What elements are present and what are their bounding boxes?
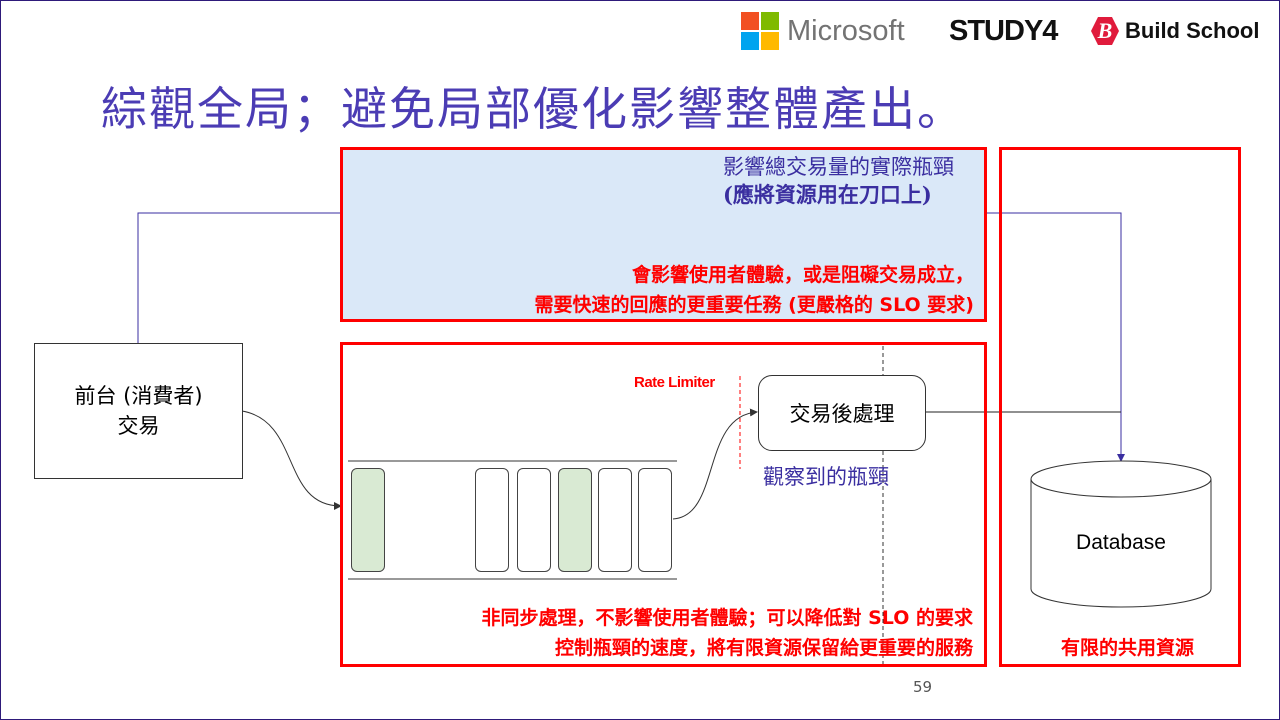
frontend-label-line2: 交易 <box>117 414 160 438</box>
real-bottleneck-line1: 影響總交易量的實際瓶頸 <box>723 155 954 179</box>
database-cylinder <box>1030 460 1212 608</box>
queue-item <box>558 468 592 572</box>
microsoft-icon <box>741 12 779 50</box>
database-label: Database <box>1076 531 1166 554</box>
critical-note: 會影響使用者體驗，或是阻礙交易成立， 需要快速的回應的更重要任務 (更嚴格的 S… <box>535 260 974 320</box>
critical-path-box: 影響總交易量的實際瓶頸 (應將資源用在刀口上) 會影響使用者體驗，或是阻礙交易成… <box>340 147 987 322</box>
real-bottleneck-label: 影響總交易量的實際瓶頸 (應將資源用在刀口上) <box>723 154 954 208</box>
microsoft-logo: Microsoft <box>741 11 905 51</box>
rate-limiter-label: Rate Limiter <box>634 374 715 391</box>
queue-item <box>638 468 672 572</box>
queue-item <box>598 468 632 572</box>
async-note: 非同步處理，不影響使用者體驗；可以降低對 SLO 的要求 控制瓶頸的速度，將有限… <box>482 603 974 663</box>
shared-resource-box <box>999 147 1241 667</box>
shared-resource-label: 有限的共用資源 <box>1061 637 1195 659</box>
real-bottleneck-line2: (應將資源用在刀口上) <box>723 182 932 207</box>
async-note-line1: 非同步處理，不影響使用者體驗；可以降低對 SLO 的要求 <box>481 607 974 629</box>
frontend-label-line1: 前台 (消費者) <box>74 384 203 408</box>
async-note-line2: 控制瓶頸的速度，將有限資源保留給更重要的服務 <box>554 637 973 659</box>
page-number: 59 <box>913 678 933 696</box>
queue-item <box>517 468 551 572</box>
observed-bottleneck-label: 觀察到的瓶頸 <box>763 465 889 489</box>
critical-note-line1: 會影響使用者體驗，或是阻礙交易成立， <box>631 264 974 286</box>
study4-logo: STUDY4 <box>949 14 1058 47</box>
queue-to-postprocess-arrow <box>672 408 758 520</box>
frontend-transaction-box: 前台 (消費者) 交易 <box>34 343 243 479</box>
async-box <box>340 342 987 667</box>
queue-item <box>351 468 385 572</box>
post-processing-box: 交易後處理 <box>758 375 926 451</box>
buildschool-logo: B Build School <box>1091 11 1259 51</box>
buildschool-text: Build School <box>1125 18 1260 43</box>
slide-title: 綜觀全局；避免局部優化影響整體產出。 <box>101 82 965 136</box>
queue-item <box>475 468 509 572</box>
microsoft-text: Microsoft <box>787 14 905 47</box>
front-to-queue-arrow <box>241 410 342 510</box>
critical-note-line2: 需要快速的回應的更重要任務 (更嚴格的 SLO 要求) <box>534 294 974 316</box>
